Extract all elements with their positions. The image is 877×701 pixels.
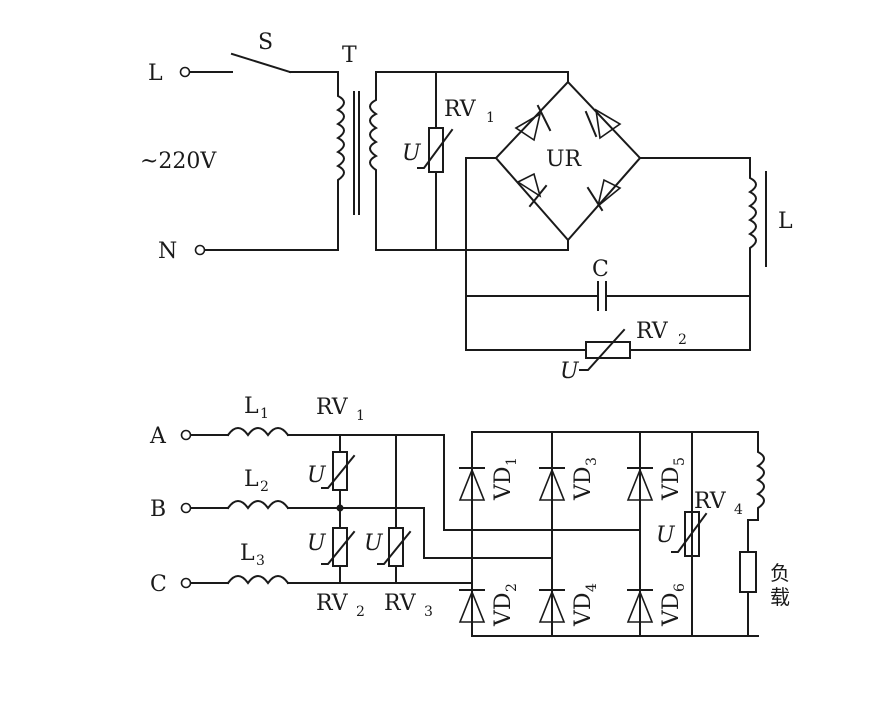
L1-label: L: [244, 394, 259, 419]
phase-C-label: C: [150, 572, 167, 597]
rv2b-label: RV: [316, 591, 349, 616]
load-resistor: [739, 551, 757, 593]
varistor-rv1: [428, 127, 444, 173]
diode-vd1: [458, 467, 486, 501]
vd3-sub: 3: [584, 457, 600, 466]
capacitor-C-label: C: [592, 257, 609, 282]
bridge-diamond: [494, 71, 642, 242]
rv4-U-label: U: [656, 523, 676, 548]
vd4-sub: 4: [584, 583, 600, 592]
varistor-rv1b: [332, 451, 348, 491]
node-B: [336, 504, 344, 512]
vd2-sub: 2: [504, 583, 520, 592]
terminal-A: [180, 429, 192, 441]
inductor-L2: [226, 500, 290, 510]
rv4-label: RV: [694, 489, 727, 514]
vd5-sub: 5: [672, 457, 688, 466]
bridge-diode-2: [584, 108, 622, 140]
vd6-label-group: VD 6: [659, 583, 688, 627]
load-label-2: 载: [770, 585, 790, 609]
varistor-rv2b: [332, 527, 348, 567]
terminal-B: [180, 502, 192, 514]
varistor-rv3-slash: [377, 530, 412, 565]
transformer-primary: [336, 71, 345, 251]
vd5-label: VD: [659, 466, 684, 501]
switch-S-label: S: [258, 30, 273, 55]
vd1-sub: 1: [504, 457, 520, 466]
vd2-label-group: VD 2: [491, 583, 520, 627]
L2-label: L: [244, 467, 259, 492]
vd4-label: VD: [571, 592, 596, 627]
terminal-N: [194, 244, 206, 256]
rv3-U-label: U: [364, 531, 384, 556]
bridge-diode-4: [586, 178, 622, 212]
rv1-U-label: U: [402, 141, 422, 166]
diode-vd2: [458, 589, 486, 623]
rv2-label: RV: [636, 319, 669, 344]
inductor-L3: [226, 575, 290, 585]
transformer-secondary: [369, 71, 378, 251]
L2-sub: 2: [260, 479, 269, 495]
rv1b-sub: 1: [356, 408, 365, 424]
vd1-label: VD: [491, 466, 516, 501]
varistor-rv1b-slash: [321, 454, 356, 489]
varistor-rv2b-slash: [321, 530, 356, 565]
vd6-sub: 6: [672, 583, 688, 592]
transformer-T-label: T: [342, 43, 357, 68]
switch-S-blade: [230, 52, 292, 74]
inductor-L-label: L: [778, 209, 793, 234]
rv3-label: RV: [384, 591, 417, 616]
bridge-diode-3: [516, 172, 548, 208]
terminal-L: [179, 66, 191, 78]
varistor-rv2-slash: [579, 328, 626, 371]
inductor-L-coil: [748, 157, 757, 297]
bottom-circuit: A B C L 1 L 2 L 3 U RV 1: [149, 394, 790, 637]
vd3-label-group: VD 3: [571, 457, 600, 501]
rv1b-label: RV: [316, 395, 349, 420]
rv4-sub: 4: [734, 502, 743, 518]
bridge-UR-label: UR: [546, 147, 583, 172]
rv2b-sub: 2: [356, 604, 365, 620]
vd1-label-group: VD 1: [491, 457, 520, 501]
L3-label: L: [240, 541, 255, 566]
rv1-label: RV: [444, 97, 477, 122]
terminal-C: [180, 577, 192, 589]
L1-sub: 1: [260, 406, 269, 422]
L3-sub: 3: [256, 553, 265, 569]
rv2-sub: 2: [678, 332, 687, 348]
vd4-label-group: VD 4: [571, 583, 600, 627]
output-inductor: [747, 431, 765, 553]
top-circuit: L S T N ~220V U RV 1: [140, 30, 793, 384]
vd6-label: VD: [659, 592, 684, 627]
load-label-1: 负: [770, 561, 790, 585]
varistor-rv1-slash: [417, 128, 454, 169]
diode-vd5: [626, 467, 654, 501]
rv1-sub: 1: [486, 110, 495, 126]
phase-A-label: A: [149, 424, 167, 449]
inductor-L1: [226, 427, 290, 437]
rv1b-U-label: U: [307, 463, 327, 488]
terminal-N-label: N: [158, 239, 177, 264]
phase-B-label: B: [150, 497, 166, 522]
varistor-rv2: [585, 341, 631, 359]
rv2b-U-label: U: [307, 531, 327, 556]
vd3-label: VD: [571, 466, 596, 501]
rv3-sub: 3: [424, 604, 433, 620]
varistor-rv3: [388, 527, 404, 567]
voltage-label: ~220V: [140, 149, 217, 174]
varistor-rv4: [684, 511, 700, 557]
bridge-diode-1: [514, 104, 552, 142]
vd2-label: VD: [491, 592, 516, 627]
terminal-L-label: L: [148, 61, 163, 86]
rv2-U-label: U: [560, 359, 580, 384]
diode-vd6: [626, 589, 654, 623]
varistor-rv4-slash: [671, 512, 708, 553]
vd5-label-group: VD 5: [659, 457, 688, 501]
diode-vd4: [538, 589, 566, 623]
diode-vd3: [538, 467, 566, 501]
